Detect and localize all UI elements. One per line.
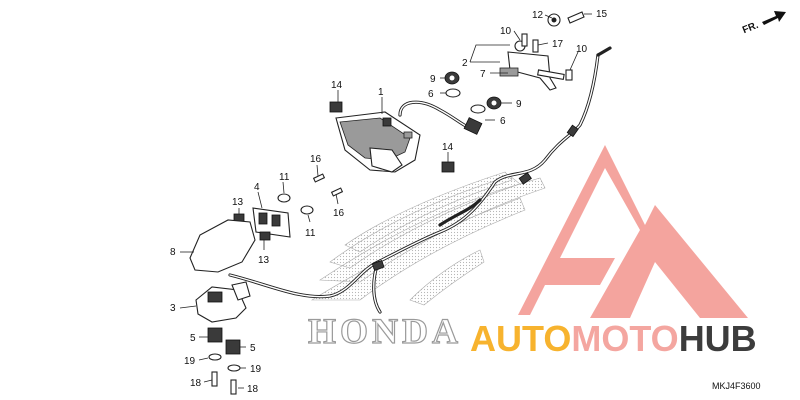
callout-18-left: 18 xyxy=(190,378,202,389)
callout-8: 8 xyxy=(170,247,176,258)
rear-bracket-mount xyxy=(195,281,251,323)
callout-4: 4 xyxy=(254,182,260,193)
license-light-cover xyxy=(189,219,256,273)
license-light-assembly xyxy=(233,173,344,241)
automotohub-watermark: AUTOMOTOHUB xyxy=(470,318,757,360)
callout-12: 12 xyxy=(532,10,544,21)
callout-15: 15 xyxy=(596,9,608,20)
honda-wordmark: HONDA xyxy=(308,311,462,351)
callout-10-left: 10 xyxy=(500,26,512,37)
callout-16-lower: 16 xyxy=(333,208,345,219)
bracket-assembly xyxy=(499,11,585,91)
callout-13-upper: 13 xyxy=(232,197,244,208)
callout-7: 7 xyxy=(480,69,486,80)
callout-16-upper: 16 xyxy=(310,154,322,165)
grommets-and-washers xyxy=(444,71,502,114)
callout-5-right: 5 xyxy=(250,343,256,354)
drawing-code: MKJ4F3600 xyxy=(712,381,761,391)
leader-lines xyxy=(179,13,592,389)
callout-6-left: 6 xyxy=(428,89,434,100)
callout-18-right: 18 xyxy=(247,384,259,395)
callout-6-right: 6 xyxy=(500,116,506,127)
callout-3: 3 xyxy=(170,303,176,314)
callout-5-left: 5 xyxy=(190,333,196,344)
callout-10-right: 10 xyxy=(576,44,588,55)
front-direction-arrow-icon xyxy=(762,11,786,25)
callout-9-right: 9 xyxy=(516,99,522,110)
honda-wing-watermark: HONDA xyxy=(307,171,546,352)
cushions-and-bolts xyxy=(207,327,241,395)
clip-14-upper xyxy=(329,101,343,113)
watermark-hub: HUB xyxy=(678,318,757,359)
callout-11-lower: 11 xyxy=(305,228,316,239)
watermark-auto: AUTO xyxy=(470,318,572,359)
callout-1: 1 xyxy=(378,87,384,98)
callout-14-lower: 14 xyxy=(442,142,454,153)
callout-9-left: 9 xyxy=(430,74,436,85)
automotohub-logo-icon xyxy=(518,145,748,318)
watermark-moto: MOTO xyxy=(571,318,679,359)
clip-14-lower xyxy=(441,161,455,173)
callout-14-upper: 14 xyxy=(331,80,343,91)
callout-19-left: 19 xyxy=(184,356,196,367)
callout-labels: 1 2 3 4 5 5 6 6 7 8 9 9 10 10 11 11 12 1… xyxy=(170,9,608,395)
callout-2: 2 xyxy=(462,58,468,69)
callout-17: 17 xyxy=(552,39,564,50)
callout-13-lower: 13 xyxy=(258,255,270,266)
callout-11-upper: 11 xyxy=(279,172,290,183)
tail-light-assembly xyxy=(335,111,421,173)
wire-harness xyxy=(228,46,612,314)
callout-19-right: 19 xyxy=(250,364,262,375)
